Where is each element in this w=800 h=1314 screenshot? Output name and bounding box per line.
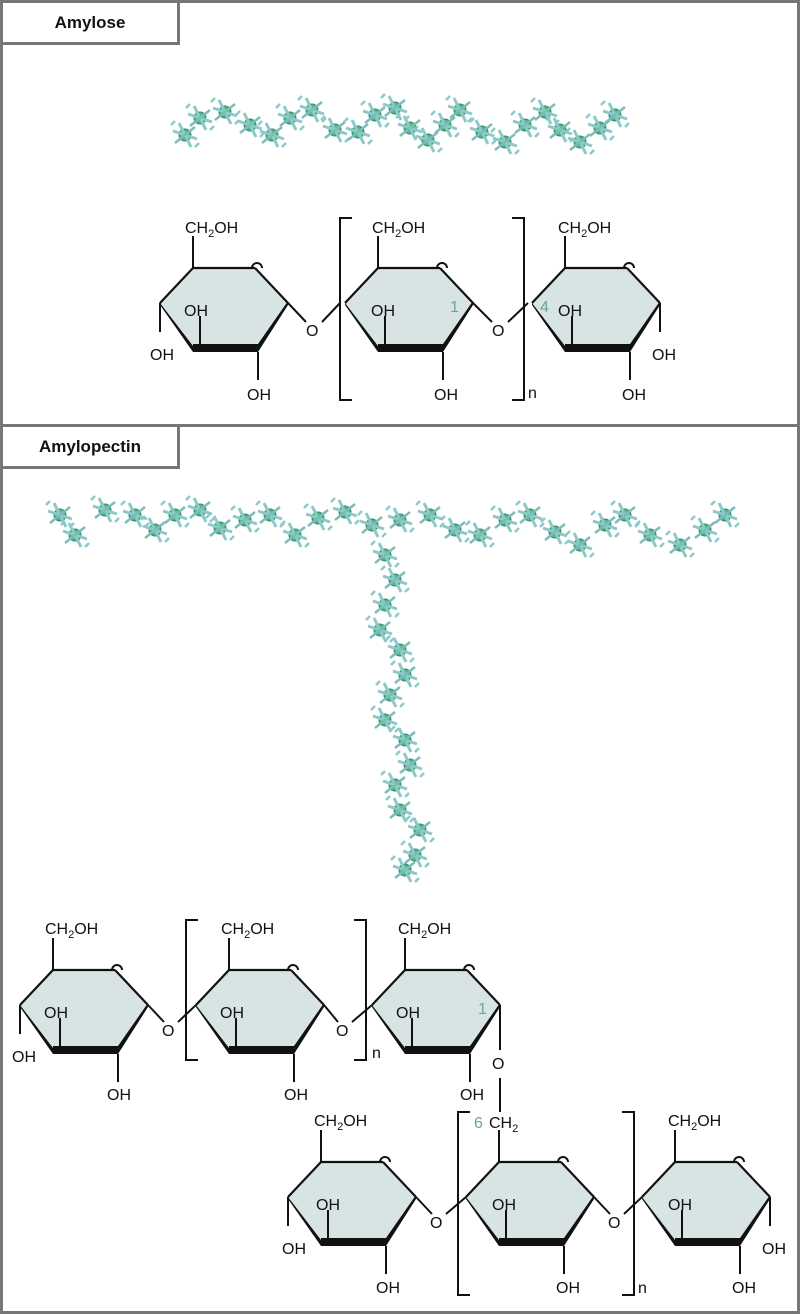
svg-text:OH: OH — [12, 1049, 36, 1066]
svg-text:OH: OH — [282, 1241, 306, 1258]
carbon-1-label: 1 — [450, 299, 459, 316]
glucose-ring-b — [194, 936, 326, 1084]
amylopectin-structure: CH2OH OH OH OH O CH2OH OH OH O n CH2OH O… — [12, 919, 786, 1297]
svg-text:OH: OH — [44, 1005, 68, 1022]
svg-text:O: O — [430, 1215, 442, 1232]
amylopectin-3d-model — [44, 494, 741, 884]
svg-text:O: O — [306, 323, 318, 340]
svg-text:OH: OH — [622, 387, 646, 404]
ch2oh-label: CH2OH — [185, 220, 238, 240]
amylose-structure: CH2OH OH OH OH O CH2OH OH OH 1 O n CH2OH… — [150, 217, 676, 404]
svg-text:CH2OH: CH2OH — [314, 1113, 367, 1133]
svg-text:CH2OH: CH2OH — [221, 921, 274, 941]
svg-text:CH2OH: CH2OH — [558, 220, 611, 240]
svg-text:CH2OH: CH2OH — [45, 921, 98, 941]
svg-text:OH: OH — [762, 1241, 786, 1258]
svg-text:OH: OH — [371, 303, 395, 320]
carbon-4-label: 4 — [540, 299, 549, 316]
svg-text:CH2OH: CH2OH — [668, 1113, 721, 1133]
svg-text:OH: OH — [460, 1087, 484, 1104]
glucose-ring-e — [464, 1128, 596, 1276]
svg-text:n: n — [638, 1280, 647, 1297]
svg-text:OH: OH — [652, 347, 676, 364]
svg-text:OH: OH — [668, 1197, 692, 1214]
svg-text:OH: OH — [396, 1005, 420, 1022]
svg-text:OH: OH — [492, 1197, 516, 1214]
svg-text:OH: OH — [107, 1087, 131, 1104]
svg-text:OH: OH — [184, 303, 208, 320]
svg-text:OH: OH — [316, 1197, 340, 1214]
amylose-3d-model — [169, 92, 631, 156]
glucose-ring-1 — [158, 234, 290, 382]
svg-text:OH: OH — [220, 1005, 244, 1022]
svg-text:OH: OH — [558, 303, 582, 320]
svg-text:O: O — [336, 1023, 348, 1040]
svg-text:OH: OH — [556, 1280, 580, 1297]
carbon-1-label: 1 — [478, 1001, 487, 1018]
svg-text:OH: OH — [247, 387, 271, 404]
svg-text:CH2OH: CH2OH — [398, 921, 451, 941]
amylose-section-label: Amylose — [0, 0, 180, 45]
svg-text:O: O — [608, 1215, 620, 1232]
svg-text:O: O — [162, 1023, 174, 1040]
svg-text:OH: OH — [376, 1280, 400, 1297]
svg-text:CH2OH: CH2OH — [372, 220, 425, 240]
svg-text:CH2: CH2 — [489, 1115, 518, 1135]
svg-text:O: O — [492, 1056, 504, 1073]
glucose-ring-d — [286, 1128, 418, 1276]
svg-text:OH: OH — [434, 387, 458, 404]
glucose-ring-f — [640, 1128, 772, 1276]
svg-text:OH: OH — [732, 1280, 756, 1297]
svg-text:OH: OH — [150, 347, 174, 364]
svg-text:OH: OH — [284, 1087, 308, 1104]
glucose-ring-3 — [530, 234, 662, 382]
glucose-ring-a — [18, 936, 150, 1084]
amylopectin-section-label: Amylopectin — [0, 424, 180, 469]
repeat-n: n — [528, 385, 537, 402]
svg-text:n: n — [372, 1045, 381, 1062]
carbon-6-label: 6 — [474, 1115, 483, 1132]
section-divider — [0, 424, 800, 427]
svg-text:O: O — [492, 323, 504, 340]
